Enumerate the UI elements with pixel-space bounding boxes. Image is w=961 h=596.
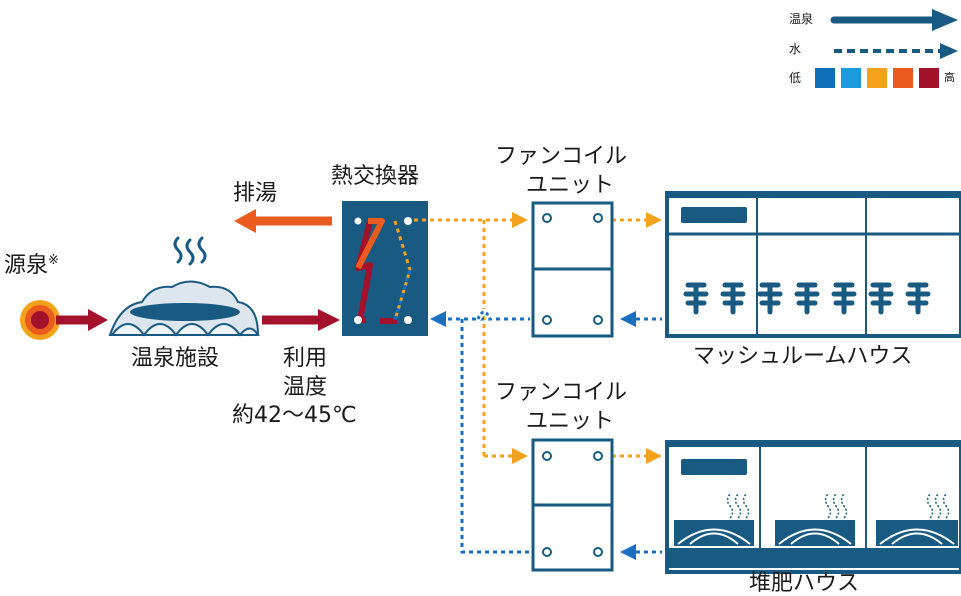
heat-exchanger-label: 熱交換器 (331, 164, 420, 189)
source-note-mark: ※ (48, 253, 59, 268)
fan-coil-1-label-line2: ユニット (526, 173, 615, 198)
legend-low-label: 低 (789, 71, 802, 85)
source-to-facility-arrow (56, 309, 108, 331)
legend-scale-swatch-4 (893, 68, 913, 88)
mushroom-house (665, 191, 961, 338)
legend-scale-swatch-5 (919, 68, 939, 88)
facility-steam-icon (173, 236, 207, 266)
legend-hot-spring-label: 温泉 (789, 12, 814, 26)
compost-house-label: 堆肥ハウス (749, 571, 860, 596)
cool-water-arrowheads (430, 311, 636, 560)
source-label: 源泉※ (4, 253, 59, 278)
legend-water-label: 水 (789, 42, 802, 56)
compost-steam-icon (674, 493, 958, 546)
discharge-label: 排湯 (233, 181, 278, 206)
usage-temp-label-line2: 温度 (283, 375, 328, 400)
heat-exchanger-unit (342, 201, 428, 336)
fan-coil-1-label-line1: ファンコイル (495, 144, 628, 169)
compost-house (665, 440, 961, 574)
discharge-arrow (234, 209, 332, 233)
legend-scale-swatch-1 (815, 68, 835, 88)
fan-coil-unit-2 (531, 438, 614, 572)
mushroom-house-label: マッシュルームハウス (693, 344, 913, 369)
usage-temp-label-line3: 約42〜45℃ (232, 403, 357, 428)
legend-high-label: 高 (944, 71, 955, 84)
facility-to-exchanger-arrow (262, 309, 340, 331)
warm-water-arrowheads (512, 212, 662, 464)
warm-water-pipe (414, 218, 648, 458)
legend-water-arrow (834, 43, 958, 59)
hot-spring-facility-icon (108, 236, 260, 337)
legend (815, 9, 958, 88)
legend-scale-swatch-2 (841, 68, 861, 88)
legend-scale-swatch-3 (867, 68, 887, 88)
mushroom-icon (683, 282, 931, 315)
fan-coil-unit-1 (531, 201, 614, 338)
facility-label: 温泉施設 (131, 346, 220, 371)
fan-coil-2-label-line2: ユニット (526, 409, 615, 434)
usage-temp-label-line1: 利用 (283, 346, 328, 371)
hot-spring-source-icon (20, 300, 60, 340)
fan-coil-2-label-line1: ファンコイル (495, 380, 628, 405)
legend-hot-spring-arrow (830, 9, 958, 31)
